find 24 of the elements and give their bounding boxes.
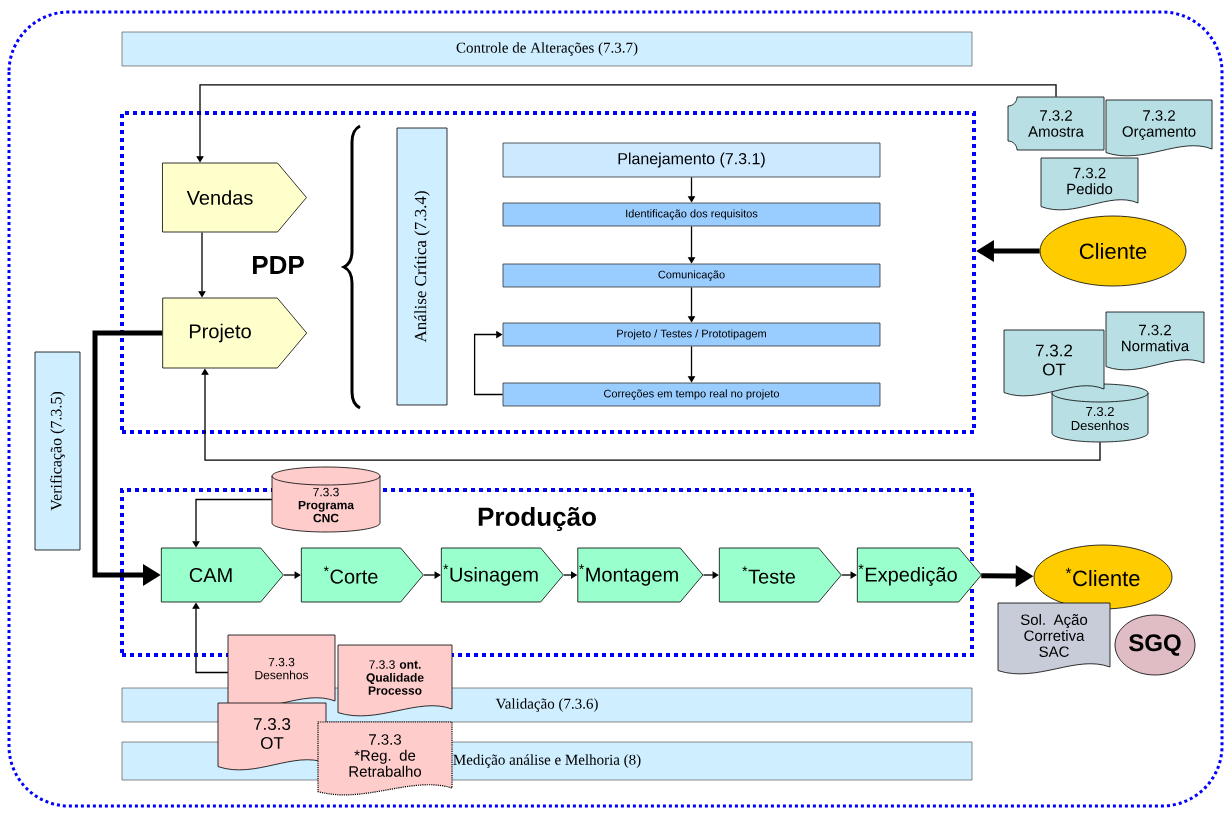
process-box: Identificação dos requisitos [502, 202, 881, 227]
process-arrow-box: $^{*}$Expedição [856, 547, 982, 603]
arrow [702, 571, 719, 579]
process-arrow-box: Projeto [162, 297, 308, 369]
arrow [841, 571, 857, 579]
section-band: Controle de Alterações (7.3.7) [121, 31, 973, 67]
process-arrow-box: $^{*}$Teste [718, 547, 842, 603]
process-box: Comunicação [502, 263, 881, 288]
process-box: Planejamento (7.3.1) [502, 142, 881, 178]
arrow [423, 571, 441, 579]
vertical-band: Verificação (7.3.5) [34, 351, 81, 551]
process-arrow-box: $^{*}$Corte [300, 547, 424, 603]
database-cylinder: 7.3.3 Programa CNC [271, 466, 381, 533]
process-box: Projeto / Testes / Prototipagem [502, 322, 881, 347]
process-arrow-box: Vendas [162, 162, 307, 233]
process-arrow-box: CAM [160, 547, 284, 603]
arrow [283, 571, 301, 579]
process-box: Correções em tempo real no projeto [502, 382, 881, 407]
process-arrow-box: $^{*}$Montagem [577, 547, 704, 603]
database-cylinder: 7.3.2 Desenhos [1051, 383, 1149, 443]
vertical-band: Análise Crítica (7.3.4) [396, 127, 448, 406]
arrow [473, 330, 504, 396]
process-arrow-box: $^{*}$Usinagem [440, 547, 564, 603]
document-card: 7.3.2 Amostra [1007, 96, 1105, 151]
